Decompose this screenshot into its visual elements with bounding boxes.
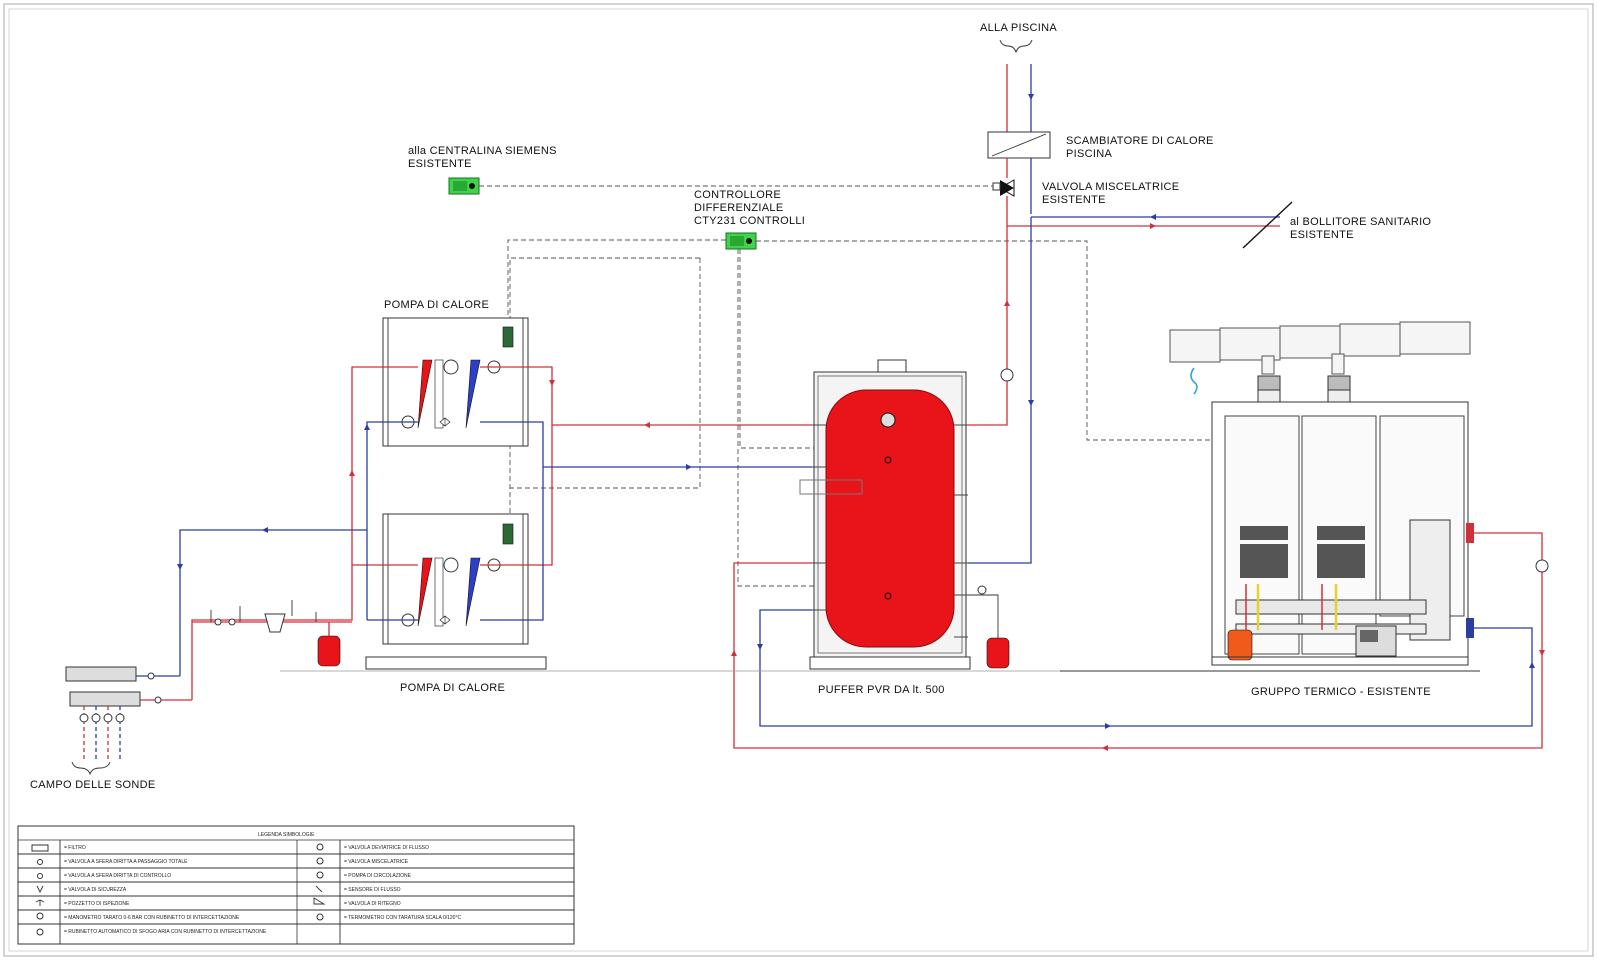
legend-left-0: = FILTRO [64, 845, 86, 851]
label-campo: CAMPO DELLE SONDE [30, 779, 156, 791]
label-valvola-2: ESISTENTE [1042, 194, 1106, 206]
heat-exchanger-pool: SCAMBIATORE DI CALORE PISCINA [987, 131, 1214, 160]
heat-pump-bottom: POMPA DI CALORE [365, 513, 547, 694]
existing-boiler-group: GRUPPO TERMICO - ESISTENTE [1169, 321, 1474, 698]
label-gruppo: GRUPPO TERMICO - ESISTENTE [1251, 686, 1431, 698]
legend-left-4: = POZZETTO DI ISPEZIONE [64, 901, 130, 907]
legend-right-column: = VALVOLA DEVIATRICE DI FLUSSO = VALVOLA… [297, 840, 574, 944]
flue-pipe [1169, 321, 1471, 403]
legend-right-5: = TERMOMETRO CON TARATURA SCALA 0/120°C [344, 915, 461, 921]
label-valvola-1: VALVOLA MISCELATRICE [1042, 181, 1179, 193]
label-centralina-1: alla CENTRALINA SIEMENS [408, 145, 557, 157]
label-pompa-bottom: POMPA DI CALORE [400, 682, 505, 694]
siemens-controller: alla CENTRALINA SIEMENS ESISTENTE [408, 145, 993, 195]
heat-pump-piping [177, 366, 812, 700]
expansion-vessel-right [986, 637, 1010, 669]
legend-left-1: = VALVOLA A SFERA DIRITTA A PASSAGGIO TO… [64, 859, 188, 865]
label-alla-piscina: ALLA PISCINA [980, 22, 1057, 34]
dhw-boiler-connection: al BOLLITORE SANITARIO ESISTENTE [1007, 201, 1431, 249]
label-centralina-2: ESISTENTE [408, 158, 472, 170]
legend-right-2: = POMPA DI CIRCOLAZIONE [344, 873, 412, 879]
boiler-loop-piping [731, 532, 1549, 751]
label-scambiatore-1: SCAMBIATORE DI CALORE [1066, 135, 1214, 147]
legend-title: LEGENDA SIMBOLOGIE [258, 832, 315, 838]
legend-left-6: = RUBINETTO AUTOMATICO DI SFOGO ARIA CON… [64, 929, 267, 935]
puffer-right-piping [968, 196, 1034, 669]
legend-left-5: = MANOMETRO TARATO 0-6 BAR CON RUBINETTO… [64, 915, 240, 921]
puffer-tank: PUFFER PVR DA lt. 500 [799, 359, 971, 696]
label-controllore-1: CONTROLLORE [694, 189, 781, 201]
legend-left-3: = VALVOLA DI SICUREZZA [64, 887, 127, 893]
puffer-tank-body [825, 389, 955, 648]
label-controllore-3: CTY231 CONTROLLI [694, 215, 805, 227]
label-pompa-top: POMPA DI CALORE [384, 299, 489, 311]
expansion-vessel-left [317, 635, 341, 667]
heat-pump-top: POMPA DI CALORE [382, 299, 529, 447]
drawing-frame [3, 3, 1594, 957]
probe-field: CAMPO DELLE SONDE [30, 666, 192, 791]
legend-left-2: = VALVOLA A SFERA DIRITTA DI CONTROLLO [64, 873, 171, 879]
label-controllore-2: DIFFERENZIALE [694, 202, 783, 214]
pool-connection: ALLA PISCINA [980, 22, 1057, 132]
legend-right-3: = SENSORE DI FLUSSO [344, 887, 401, 893]
legend: LEGENDA SIMBOLOGIE = FILTRO = VALVOLA A … [17, 825, 575, 945]
legend-right-0: = VALVOLA DEVIATRICE DI FLUSSO [344, 845, 429, 851]
mixing-valve: VALVOLA MISCELATRICE ESISTENTE [992, 158, 1179, 214]
label-bollitore-2: ESISTENTE [1290, 229, 1354, 241]
label-puffer: PUFFER PVR DA lt. 500 [818, 684, 945, 696]
label-bollitore-1: al BOLLITORE SANITARIO [1290, 216, 1431, 228]
label-scambiatore-2: PISCINA [1066, 148, 1112, 160]
legend-left-column: = FILTRO = VALVOLA A SFERA DIRITTA A PAS… [18, 840, 297, 944]
legend-right-1: = VALVOLA MISCELATRICE [344, 859, 409, 865]
legend-right-4: = VALVOLA DI RITEGNO [344, 901, 401, 907]
